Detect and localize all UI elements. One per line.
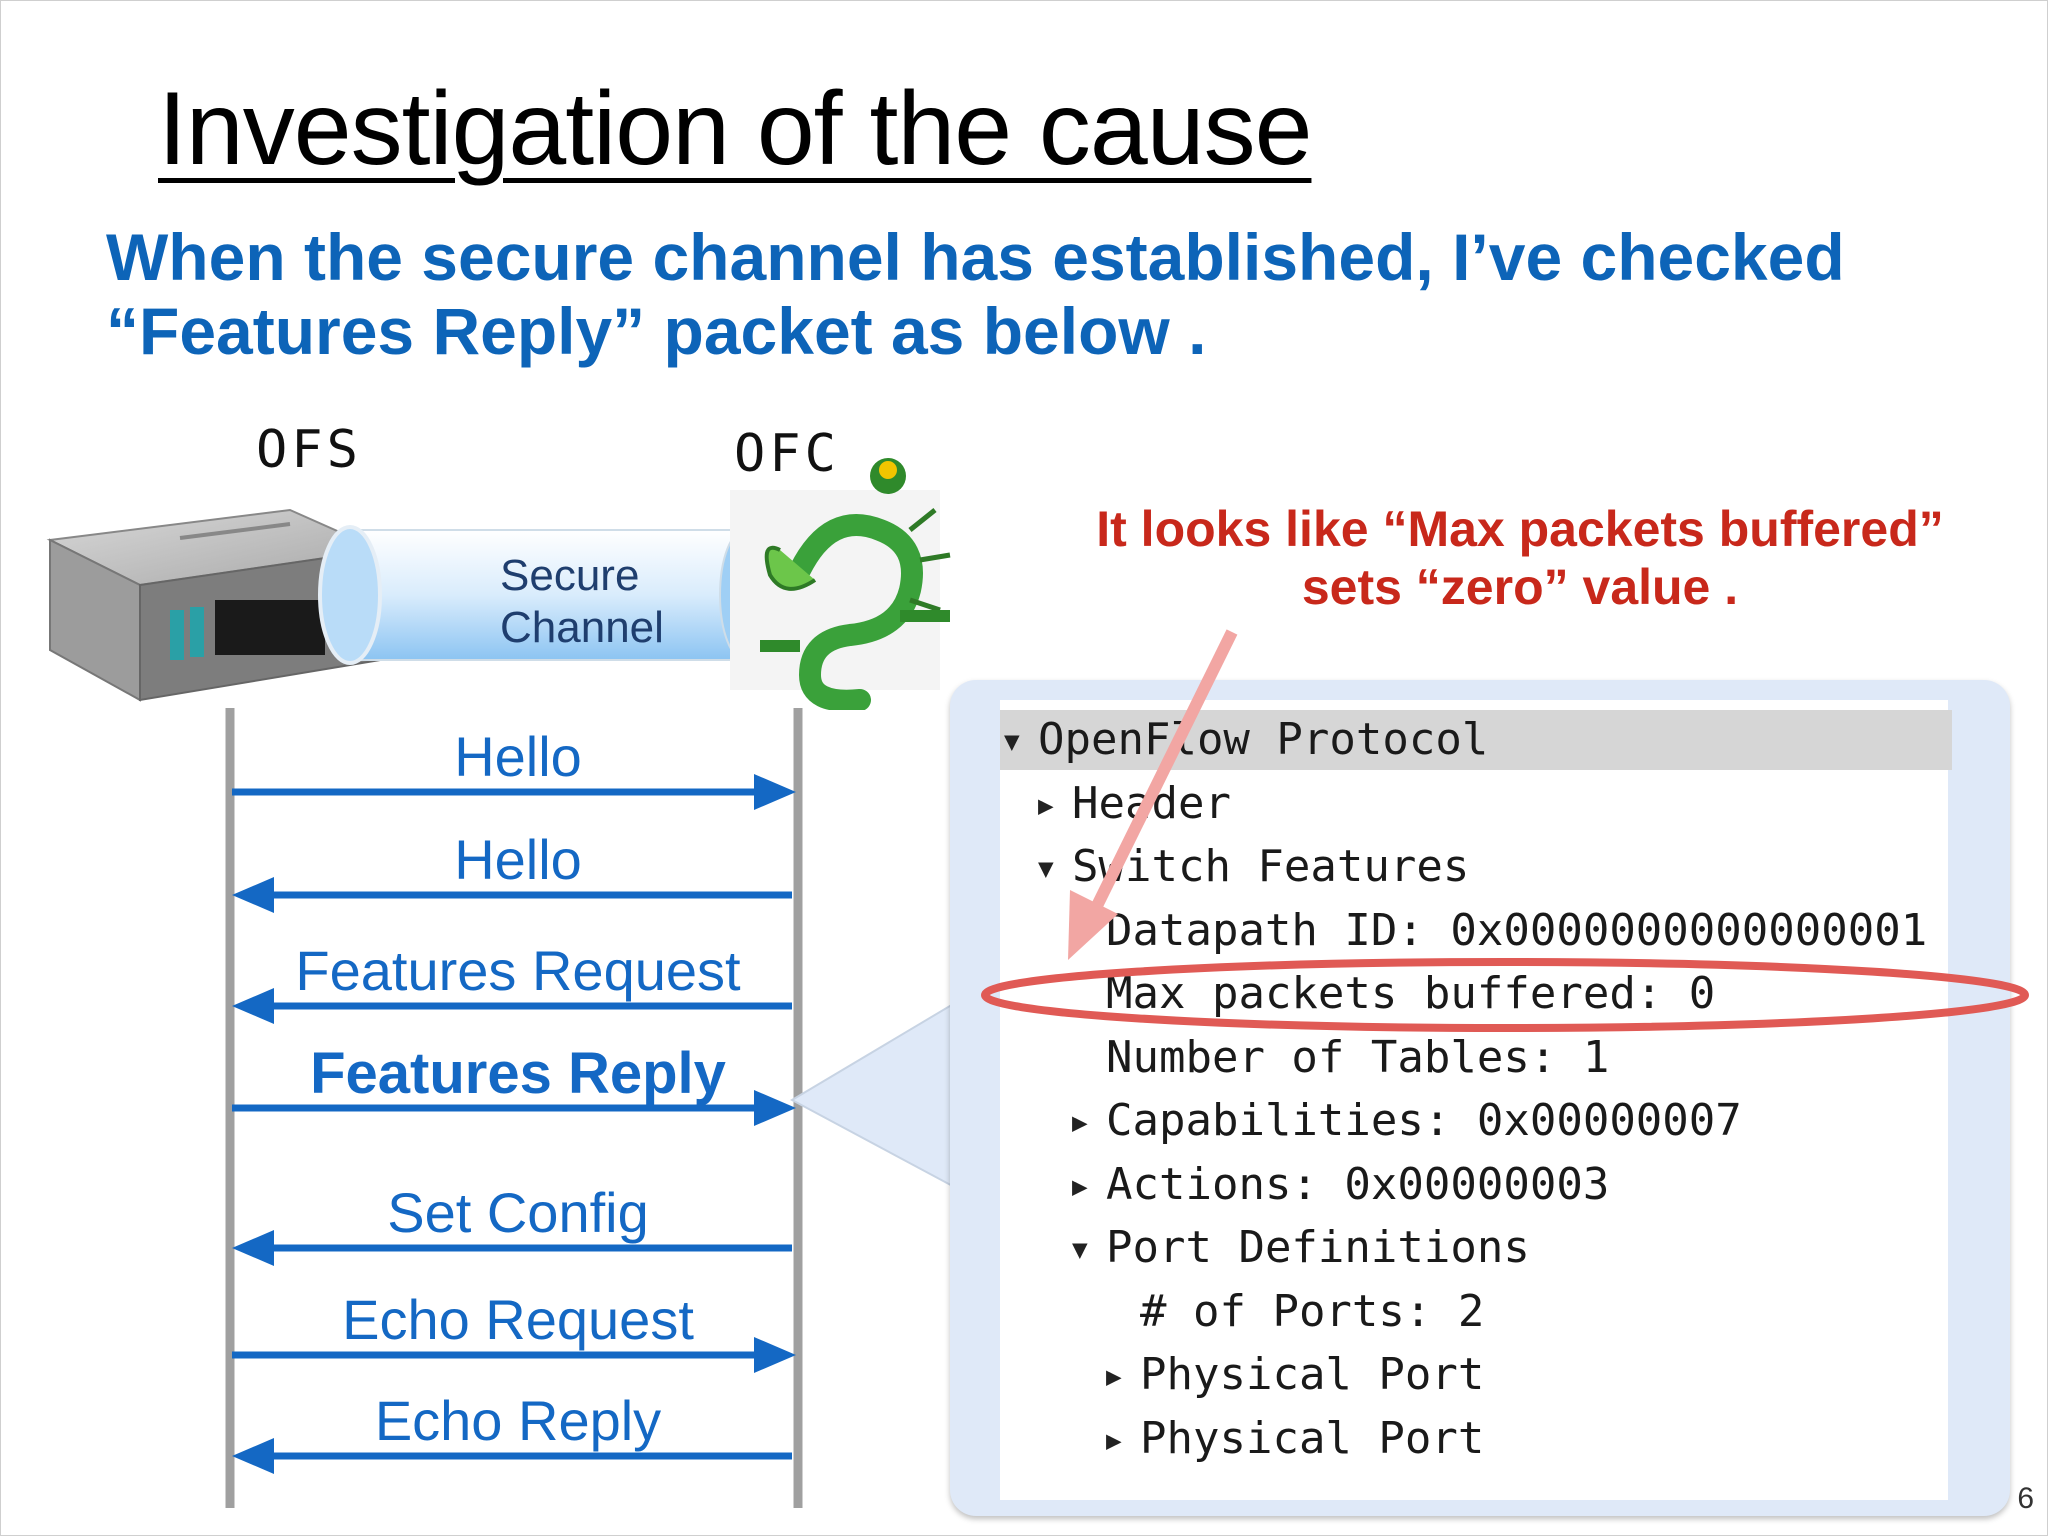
tree-row-text: Physical Port	[1140, 1349, 1485, 1400]
note-line-2: sets “zero” value .	[1301, 559, 1739, 615]
slide-title: Investigation of the cause	[158, 71, 1312, 187]
tree-row[interactable]: ▼ Switch Features	[1000, 837, 1469, 897]
tree-row-text: Number of Tables: 1	[1106, 1031, 1610, 1083]
message-arrowhead	[232, 877, 274, 913]
topology-illustration: Secure Channel	[46, 458, 951, 710]
message-arrowhead	[754, 1090, 796, 1126]
tree-row: Datapath ID: 0x0000000000000001	[1000, 901, 1927, 961]
tree-row-text: # of Ports: 2	[1140, 1285, 1485, 1337]
tree-row-text: OpenFlow Protocol	[1038, 714, 1489, 765]
message-label: Features Reply	[310, 1041, 726, 1106]
tree-row-text: Max packets buffered: 0	[1106, 968, 1716, 1019]
annotation-note: It looks like “Max packets buffered” set…	[1020, 500, 2020, 616]
message-arrowhead	[232, 988, 274, 1024]
collapse-triangle-icon[interactable]: ▶	[1072, 1108, 1088, 1138]
tree-row: Max packets buffered: 0	[1000, 964, 1715, 1024]
subtitle-line-1: When the secure channel has established,…	[106, 220, 1845, 294]
message-arrowhead	[754, 1337, 796, 1373]
packet-tree: ▼OpenFlow Protocol▶Header▼Switch Feature…	[1000, 700, 1952, 1500]
channel-label-line-1: Secure	[500, 551, 639, 600]
tree-row-text: Datapath ID: 0x0000000000000001	[1106, 904, 1928, 956]
tree-row[interactable]: ▶ Physical Port	[1000, 1345, 1484, 1405]
pointer-arrow-shaft	[1084, 629, 1238, 923]
expand-triangle-icon[interactable]: ▼	[1004, 727, 1020, 757]
message-arrowhead	[754, 774, 796, 810]
tree-row[interactable]: ▶ Capabilities: 0x00000007	[1000, 1091, 1742, 1151]
pointer-arrow-head	[1068, 890, 1118, 960]
collapse-triangle-icon[interactable]: ▶	[1072, 1171, 1088, 1202]
collapse-triangle-icon[interactable]: ▶	[1106, 1362, 1122, 1392]
dragon-controller-icon	[730, 458, 951, 710]
message-label: Hello	[454, 828, 582, 891]
message-arrowhead	[232, 1230, 274, 1266]
tree-row: # of Ports: 2	[1000, 1282, 1484, 1342]
message-label: Echo Reply	[374, 1389, 662, 1452]
message-label: Set Config	[387, 1181, 649, 1244]
message-label: Features Request	[295, 939, 741, 1002]
tree-root-row[interactable]: ▼ OpenFlow Protocol	[1000, 710, 1952, 770]
switch-label: OFS	[256, 420, 362, 480]
tree-row-text: Capabilities: 0x00000007	[1106, 1095, 1742, 1146]
message-label: Hello	[454, 725, 582, 788]
note-line-1: It looks like “Max packets buffered”	[1096, 501, 1944, 557]
subtitle-line-2: “Features Reply” packet as below .	[106, 294, 1207, 368]
tree-row[interactable]: ▶ Actions: 0x00000003	[1000, 1155, 1609, 1215]
tree-row-text: Switch Features	[1072, 841, 1470, 892]
tree-row-text: Physical Port	[1140, 1412, 1485, 1464]
tree-row[interactable]: ▼ Port Definitions	[1000, 1218, 1530, 1278]
controller-label: OFC	[734, 424, 840, 484]
collapse-triangle-icon[interactable]: ▶	[1038, 790, 1054, 821]
message-label: Echo Request	[342, 1288, 694, 1351]
page-number: 6	[2017, 1482, 2034, 1515]
tree-row: Number of Tables: 1	[1000, 1028, 1609, 1088]
tree-row-text: Port Definitions	[1106, 1222, 1530, 1273]
slide-subtitle: When the secure channel has established,…	[106, 220, 1845, 368]
channel-label-line-2: Channel	[500, 603, 664, 652]
tree-row[interactable]: ▶ Physical Port	[1000, 1409, 1484, 1469]
tree-row-text: Actions: 0x00000003	[1106, 1158, 1610, 1210]
expand-triangle-icon[interactable]: ▼	[1072, 1235, 1088, 1265]
collapse-triangle-icon[interactable]: ▶	[1106, 1425, 1122, 1456]
highlight-ellipse	[981, 958, 2029, 1032]
expand-triangle-icon[interactable]: ▼	[1038, 854, 1054, 884]
message-arrowhead	[232, 1438, 274, 1474]
